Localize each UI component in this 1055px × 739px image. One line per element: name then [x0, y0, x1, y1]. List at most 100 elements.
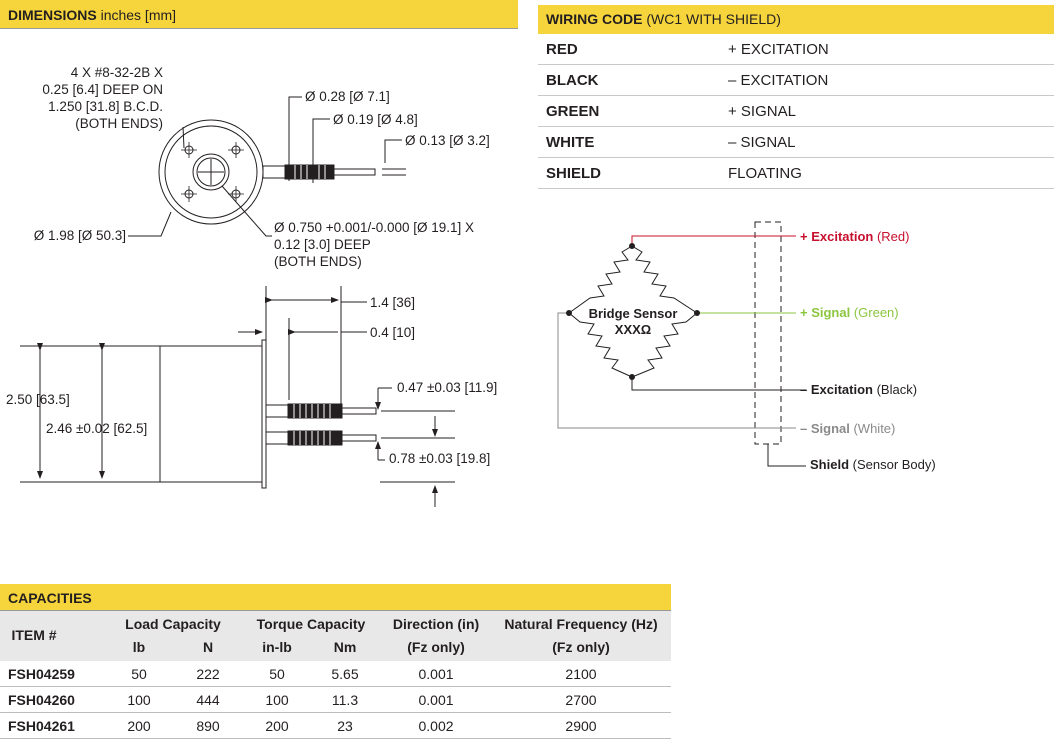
sub-inlb: in-lb [262, 639, 292, 655]
load-lb: 200 [127, 718, 151, 734]
capacity-row: FSH04261 200 890 200 23 0.002 2900 [0, 713, 671, 739]
torque-nm: 23 [337, 718, 353, 734]
bore-spec-line3: (BOTH ENDS) [274, 254, 362, 269]
wiring-row: WHITE– SIGNAL [538, 126, 1054, 158]
frequency-value: 2100 [565, 666, 597, 682]
lead-excitation-positive [631, 235, 796, 246]
wiring-code-table: RED+ EXCITATION BLACK– EXCITATION GREEN+… [538, 34, 1054, 189]
dim-dia-028: Ø 0.28 [Ø 7.1] [305, 89, 390, 104]
label-shield-desc: (Sensor Body) [849, 457, 936, 472]
frequency-value: 2900 [565, 718, 597, 734]
bore-spec-line2: 0.12 [3.0] DEEP [274, 237, 371, 252]
wiring-title: WIRING CODE [546, 11, 643, 27]
wiring-labels: Bridge Sensor XXXΩ + Excitation (Red) + … [589, 229, 936, 472]
wire-color: SHIELD [538, 157, 718, 189]
dim-offset-047: 0.47 ±0.03 [11.9] [397, 380, 497, 395]
center-bore [192, 153, 230, 191]
shield-box [754, 221, 782, 445]
bridge-sensor-label: Bridge Sensor [589, 306, 678, 321]
load-lb: 100 [127, 692, 151, 708]
node-bottom [629, 374, 635, 380]
svg-text:– Signal (White): – Signal (White) [800, 421, 895, 436]
label-signal-positive-color: (Green) [850, 305, 898, 320]
wiring-header: WIRING CODE (WC1 WITH SHIELD) [538, 5, 1054, 34]
bore-spec-line1: Ø 0.750 +0.001/-0.000 [Ø 19.1] X [274, 220, 474, 235]
torque-nm: 5.65 [331, 666, 359, 682]
wiring-row: BLACK– EXCITATION [538, 64, 1054, 96]
side-view-drawing [20, 286, 455, 507]
wire-function: FLOATING [718, 157, 1054, 189]
thread-spec-line4: (BOTH ENDS) [75, 116, 163, 131]
label-excitation-negative: – Excitation [800, 382, 873, 397]
wire-color: BLACK [538, 64, 718, 96]
thread-spec-line2: 0.25 [6.4] DEEP ON [42, 82, 163, 97]
dim-dia-198: Ø 1.98 [Ø 50.3] [34, 228, 126, 243]
connector-body [284, 164, 335, 180]
sub-direction: (Fz only) [407, 639, 465, 655]
wire-color: RED [538, 34, 718, 65]
sub-frequency: (Fz only) [552, 639, 610, 655]
lead-signal-negative [557, 312, 796, 429]
wire-function: + EXCITATION [718, 34, 1054, 65]
label-signal-negative-color: (White) [850, 421, 896, 436]
dim-height-250: 2.50 [63.5] [6, 392, 70, 407]
label-signal-positive: + Signal [800, 305, 850, 320]
svg-text:Shield (Sensor Body): Shield (Sensor Body) [810, 457, 936, 472]
node-right [694, 310, 700, 316]
bridge-nodes [566, 243, 700, 380]
connector-upper [287, 403, 343, 419]
label-excitation-positive: + Excitation [800, 229, 873, 244]
dim-offset-078: 0.78 ±0.03 [19.8] [389, 451, 490, 466]
sub-nm: Nm [333, 639, 357, 655]
svg-text:+ Signal (Green): + Signal (Green) [800, 305, 899, 320]
top-view-drawing [128, 96, 406, 237]
lead-excitation-negative [631, 377, 806, 391]
dim-dia-019: Ø 0.19 [Ø 4.8] [333, 112, 418, 127]
load-n: 222 [196, 666, 220, 682]
svg-text:– Excitation (Black): – Excitation (Black) [800, 382, 917, 397]
item-number: FSH04260 [8, 692, 75, 708]
dim-dia-013: Ø 0.13 [Ø 3.2] [405, 133, 490, 148]
node-top [629, 243, 635, 249]
capacities-title: CAPACITIES [8, 590, 92, 606]
sub-lb: lb [132, 639, 146, 655]
body-side [159, 345, 267, 483]
load-lb: 50 [131, 666, 147, 682]
wire-function: + SIGNAL [718, 95, 1054, 127]
dim-length-14: 1.4 [36] [370, 295, 415, 310]
capacity-row: FSH04260 100 444 100 11.3 0.001 2700 [0, 687, 671, 713]
dimension-labels: 4 X #8-32-2B X 0.25 [6.4] DEEP ON 1.250 … [6, 65, 497, 466]
label-excitation-negative-color: (Black) [873, 382, 917, 397]
col-direction: Direction (in) [392, 616, 480, 632]
thread-spec-line1: 4 X #8-32-2B X [71, 65, 163, 80]
dimensions-units: inches [mm] [96, 7, 177, 23]
wire-color: WHITE [538, 126, 718, 158]
node-left [566, 310, 572, 316]
wiring-row: RED+ EXCITATION [538, 34, 1054, 65]
dim-height-246: 2.46 ±0.02 [62.5] [46, 421, 147, 436]
wiring-subtitle: (WC1 WITH SHIELD) [642, 11, 781, 27]
bridge-diagram [557, 221, 806, 467]
dimensions-header: DIMENSIONS inches [mm] [0, 0, 518, 29]
body-inner-ring [164, 125, 258, 219]
wire-color: GREEN [538, 95, 718, 127]
wiring-row: GREEN+ SIGNAL [538, 95, 1054, 127]
label-excitation-positive-color: (Red) [873, 229, 909, 244]
dimensions-title: DIMENSIONS [8, 7, 97, 23]
direction-value: 0.001 [418, 666, 454, 682]
frequency-value: 2700 [565, 692, 597, 708]
capacity-row: FSH04259 50 222 50 5.65 0.001 2100 [0, 661, 671, 687]
col-item: ITEM # [11, 627, 57, 643]
item-number: FSH04261 [8, 718, 75, 734]
connector-lower [287, 430, 343, 446]
col-natural-frequency: Natural Frequency (Hz) [504, 616, 658, 632]
label-shield: Shield [810, 457, 849, 472]
col-load-capacity: Load Capacity [125, 616, 221, 632]
wire-function: – EXCITATION [718, 64, 1054, 96]
wire-function: – SIGNAL [718, 126, 1054, 158]
connector-nut [262, 165, 286, 179]
capacities-column-headers: ITEM # Load Capacity Torque Capacity Dir… [0, 611, 671, 661]
torque-inlb: 50 [269, 666, 285, 682]
direction-value: 0.002 [418, 718, 454, 734]
